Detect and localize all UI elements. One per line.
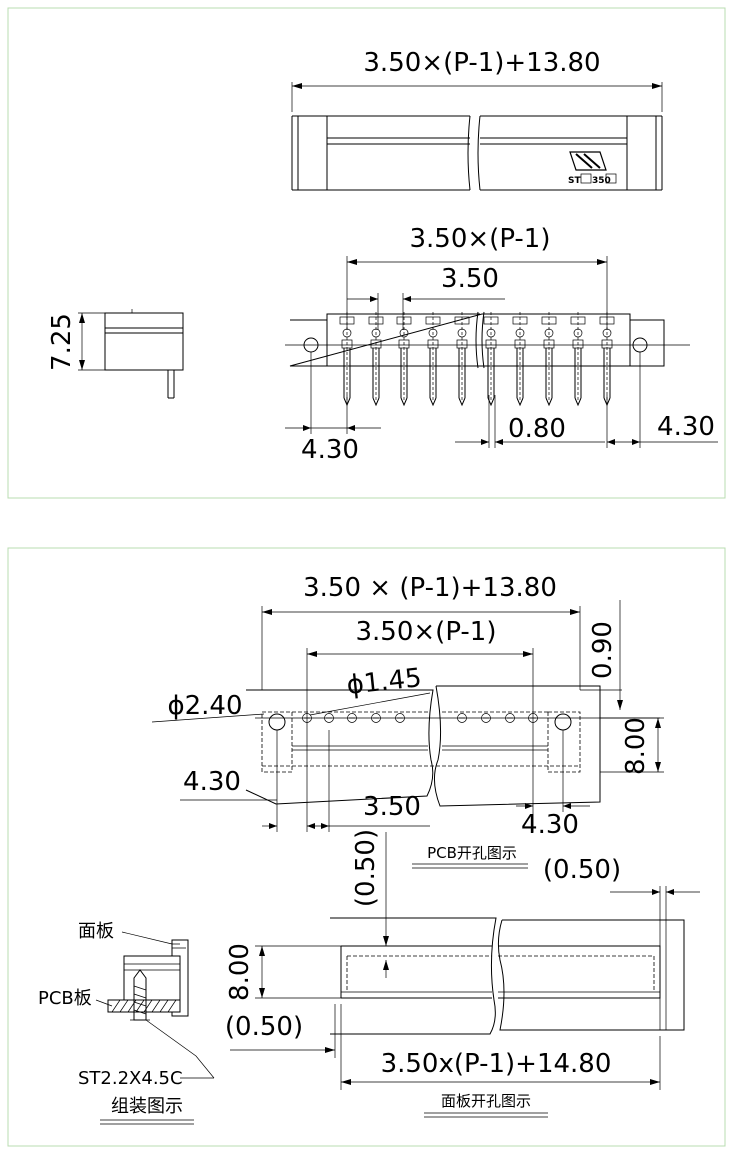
pcb-right-offset-label: 4.30 — [521, 810, 579, 840]
pcb-left-offset-label: 4.30 — [183, 767, 241, 797]
svg-text:ST: ST — [568, 176, 581, 186]
panel-gap-vertical-label: (0.50) — [351, 829, 381, 907]
pin — [541, 312, 557, 407]
pcb-layout-drawing: 3.50 × (P-1)+13.80 3.50×(P-1) ϕ2.40 — [151, 573, 664, 869]
pin — [454, 312, 470, 407]
pin-hole-dia-label: ϕ1.45 — [345, 663, 423, 701]
assembly-drawing: 面板 PCB板 ST2.2X4.5C 组装图示 — [38, 921, 215, 1125]
panel-caption: 面板开孔图示 — [441, 1092, 531, 1110]
bottom-panel-frame — [7, 547, 726, 1147]
pcb-caption: PCB开孔图示 — [427, 844, 517, 862]
pcb-pitch-span-label: 3.50×(P-1) — [356, 617, 497, 647]
left-ear-label: 4.30 — [301, 435, 359, 465]
panel-gap-side-label: (0.50) — [543, 855, 621, 885]
pin — [396, 312, 412, 407]
pin — [339, 312, 355, 407]
pcb-depth-label: 8.00 — [621, 717, 651, 775]
connector-front-view: 3.50×(P-1) 3.50 4.30 — [285, 224, 718, 465]
screw-spec-label: ST2.2X4.5C — [78, 1068, 183, 1089]
svg-text:350: 350 — [592, 176, 611, 186]
pitch-label: 3.50 — [441, 264, 499, 294]
right-ear-label: 4.30 — [657, 412, 715, 442]
panel-length-label: 3.50x(P-1)+14.80 — [381, 1049, 612, 1079]
right-mount-hole — [554, 713, 572, 731]
panel-gap-left-label: (0.50) — [225, 1012, 303, 1042]
pcb-board-label: PCB板 — [38, 988, 92, 1009]
mount-hole-dia-label: ϕ2.40 — [167, 691, 242, 721]
pin — [368, 312, 384, 407]
connector-top-view: 3.50×(P-1)+13.80 ST 350 — [291, 48, 663, 191]
assembly-caption: 组装图示 — [111, 1096, 183, 1117]
pcb-overall-length-label: 3.50 × (P-1)+13.80 — [303, 573, 557, 603]
pin-width-label: 0.80 — [508, 414, 566, 444]
overall-length-label: 3.50×(P-1)+13.80 — [363, 48, 600, 78]
pcb-top-gap-label: 0.90 — [588, 621, 618, 679]
pin — [512, 312, 528, 407]
left-mount-hole — [268, 713, 286, 731]
pitch-span-label: 3.50×(P-1) — [410, 224, 551, 254]
connector-side-view: 7.25 — [47, 309, 184, 399]
pin — [570, 312, 586, 407]
pcb-pitch-label: 3.50 — [363, 792, 421, 822]
brand-logo: ST 350 — [568, 151, 617, 186]
top-panel-frame — [7, 7, 726, 499]
panel-cutout-drawing: (0.50) (0.50) 8.00 (0.50) — [225, 829, 700, 1118]
pin — [483, 312, 499, 407]
faceplate-label: 面板 — [78, 921, 114, 942]
pin — [425, 312, 441, 407]
panel-depth-label: 8.00 — [225, 943, 255, 1001]
height-label: 7.25 — [47, 313, 77, 371]
